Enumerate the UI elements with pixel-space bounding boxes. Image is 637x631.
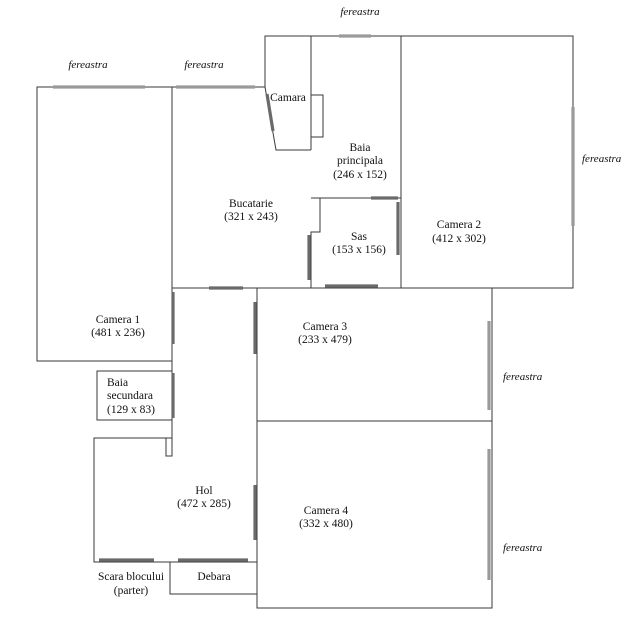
hol-pillar bbox=[165, 437, 173, 457]
camera1-name: Camera 1 bbox=[96, 314, 141, 326]
baia-secundara-dims: (129 x 83) bbox=[107, 404, 155, 416]
camera4-dims: (332 x 480) bbox=[299, 518, 353, 530]
baia-secundara-walls bbox=[96, 370, 172, 421]
camera2-name: Camera 2 bbox=[437, 219, 482, 231]
bucatarie-dims: (321 x 243) bbox=[224, 211, 278, 223]
baia-principala-dims: (246 x 152) bbox=[333, 169, 387, 181]
baia-secundara-name-2: secundara bbox=[107, 390, 153, 402]
room-labels: Camera 1 (481 x 236) Bucatarie (321 x 24… bbox=[91, 92, 486, 597]
window-label-top-left-2: fereastra bbox=[184, 59, 224, 71]
sas-dims: (153 x 156) bbox=[332, 244, 386, 256]
window-label-top-center: fereastra bbox=[340, 6, 380, 18]
window-label-camera4: fereastra bbox=[503, 542, 543, 554]
window-label-camera2: fereastra bbox=[582, 153, 622, 165]
camera3-name: Camera 3 bbox=[303, 321, 348, 333]
debara-name: Debara bbox=[197, 571, 230, 583]
scara-name-1: Scara blocului bbox=[98, 571, 164, 583]
sas-name: Sas bbox=[351, 231, 368, 243]
baia-secundara-name-1: Baia bbox=[107, 377, 128, 389]
scara-name-2: (parter) bbox=[114, 585, 149, 597]
camara-name: Camara bbox=[270, 92, 306, 104]
window-label-top-left-1: fereastra bbox=[68, 59, 108, 71]
bucatarie-name: Bucatarie bbox=[229, 198, 273, 210]
baia-principala-name-1: Baia bbox=[349, 142, 370, 154]
baia-principala-name-2: principala bbox=[337, 155, 383, 167]
windows bbox=[53, 34, 575, 580]
debara-walls bbox=[169, 562, 257, 595]
camera3-dims: (233 x 479) bbox=[298, 334, 352, 346]
hol-dims: (472 x 285) bbox=[177, 498, 231, 510]
hol-west-wall bbox=[93, 437, 257, 563]
doors bbox=[99, 93, 400, 562]
sas-west-wall bbox=[310, 197, 321, 288]
door-camara bbox=[265, 93, 275, 132]
camera1-dims: (481 x 236) bbox=[91, 327, 145, 339]
camera4-name: Camera 4 bbox=[304, 505, 349, 517]
camera2-dims: (412 x 302) bbox=[432, 233, 486, 245]
camara-niche bbox=[311, 94, 324, 138]
window-label-camera3: fereastra bbox=[503, 371, 543, 383]
camera3-4-outline bbox=[256, 287, 493, 609]
window-labels: fereastra fereastra fereastra fereastra … bbox=[68, 6, 621, 554]
hol-name: Hol bbox=[195, 485, 212, 497]
